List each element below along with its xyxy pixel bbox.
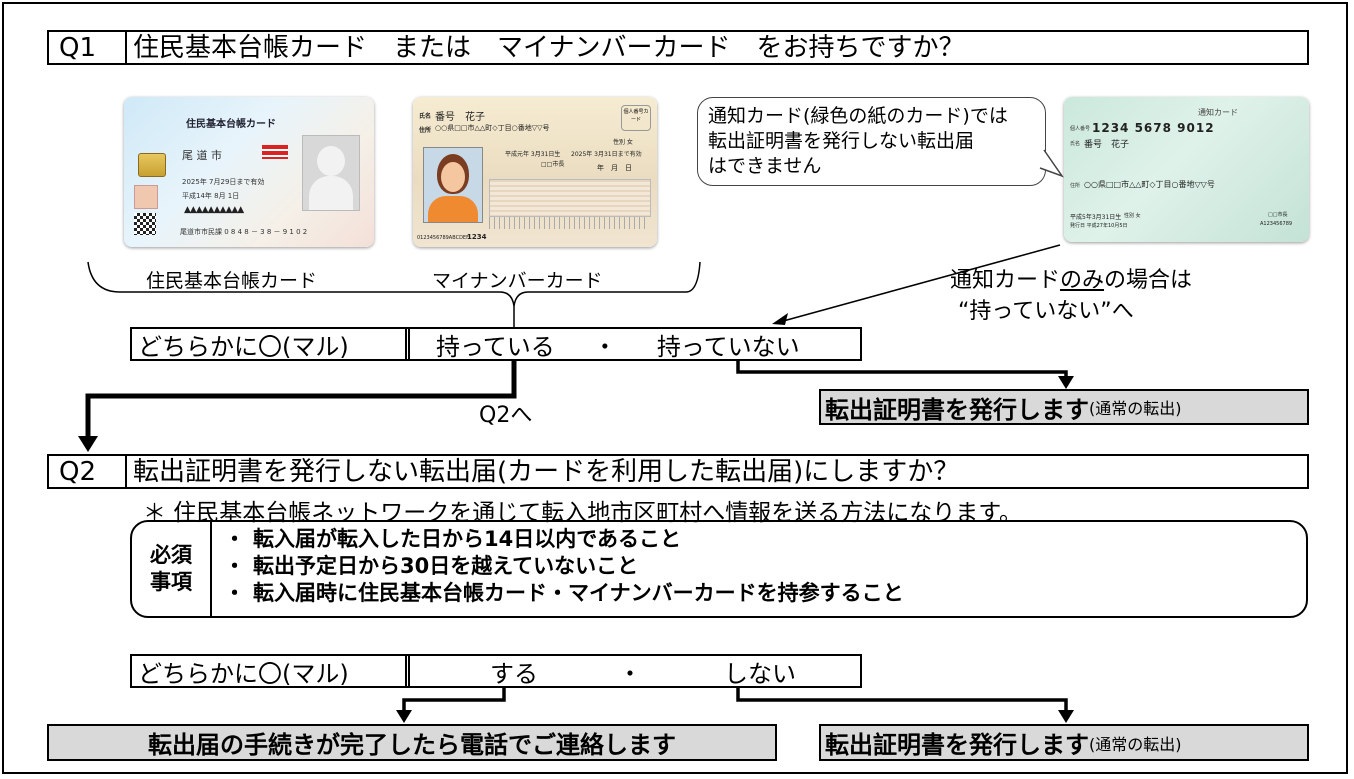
jyuki-card-date: 平成14年 8月 1日 bbox=[182, 192, 240, 200]
notice-warning-bubble: 通知カード(緑色の紙のカード)では 転出証明書を発行しない転出届 はできません bbox=[697, 97, 1046, 186]
q1-choice-row: どちらかに〇(マル) 持っている ・ 持っていない bbox=[130, 327, 862, 361]
jyuki-card-title: 住民基本台帳カード bbox=[186, 119, 276, 130]
q1-no-arrow bbox=[736, 361, 1068, 378]
q2-number: Q2 bbox=[49, 456, 127, 487]
mn-mayor: □□市長 bbox=[541, 161, 565, 168]
jyuki-card-expiry: 2025年 7月29日まで有効 bbox=[182, 178, 265, 186]
notice-sex: 性別 女 bbox=[1124, 213, 1141, 219]
bubble-line-2: 転出証明書を発行しない転出届 bbox=[708, 130, 975, 152]
q1-number: Q1 bbox=[49, 32, 127, 63]
q1-header: Q1 住民基本台帳カード または マイナンバーカード をお持ちですか？ bbox=[47, 30, 1309, 65]
requirements-list: 転入届が転入した日から14日以内であること 転出予定日から30日を越えていないこ… bbox=[212, 522, 904, 616]
notice-issue: 発行日 平成27年10月5日 bbox=[1070, 223, 1128, 229]
q2-yes-arrow bbox=[402, 688, 506, 711]
q1-choice-yes[interactable]: 持っている bbox=[436, 332, 555, 361]
notice-only-line2: “持っていない”へ bbox=[958, 299, 1134, 324]
to-q2-label: Q2へ bbox=[479, 403, 533, 428]
q1-question: 住民基本台帳カード または マイナンバーカード をお持ちですか？ bbox=[133, 32, 965, 63]
q2-header: Q2 転出証明書を発行しない転出届(カードを利用した転出届)にしますか？ bbox=[47, 454, 1309, 489]
bubble-line-1: 通知カード(緑色の紙のカード)では bbox=[708, 105, 1008, 127]
q1-yes-arrow bbox=[85, 361, 517, 438]
mn-remarks-box bbox=[489, 179, 651, 217]
bubble-tail bbox=[1039, 149, 1064, 178]
mn-seal-icon: 個人番号カード bbox=[621, 105, 651, 131]
notice-name: 番号 花子 bbox=[1084, 140, 1130, 150]
notice-address-label: 住所 bbox=[1070, 183, 1081, 189]
triangle-row-icon: ▲▲▲▲▲▲▲▲▲▲ bbox=[184, 205, 244, 215]
q2-yes-arrow-head bbox=[396, 710, 412, 723]
mn-address: ○○県□□市△△町◇丁目○番地▽▽号 bbox=[435, 124, 550, 132]
mn-birth: 平成元年 3月31日生 bbox=[505, 151, 561, 158]
mn-address-label: 住所 bbox=[419, 127, 432, 134]
notice-number: 1234 5678 9012 bbox=[1092, 121, 1215, 135]
notice-code: A123456789 bbox=[1260, 221, 1293, 227]
photo-placeholder bbox=[302, 135, 360, 211]
required-label-1: 必須 bbox=[150, 543, 192, 567]
q2-no-arrow bbox=[736, 688, 1068, 711]
q2-result-left-text: 転出届の手続きが完了したら電話でご連絡します bbox=[148, 731, 676, 759]
hologram-icon bbox=[134, 185, 158, 209]
mn-serial: 0123456789ABCDEF bbox=[417, 235, 469, 241]
mn-sex: 性別 女 bbox=[613, 139, 633, 146]
mn-pin: 1234 bbox=[467, 233, 487, 241]
q2-result-right-big: 転出証明書を発行します bbox=[825, 731, 1089, 759]
requirement-item: 転入届時に住民基本台帳カード・マイナンバーカードを持参すること bbox=[224, 580, 904, 607]
q1-result-small: (通常の転出) bbox=[1089, 399, 1182, 418]
jyuki-card-number: 尾道市市民課 0 8 4 8 － 3 8 － 9 1 0 2 bbox=[180, 228, 308, 236]
ic-chip-icon bbox=[138, 153, 166, 177]
qr-code-icon bbox=[134, 213, 156, 235]
notice-card-title: 通知カード bbox=[1198, 108, 1238, 117]
notice-only-suffix: の場合は bbox=[1104, 268, 1193, 293]
notice-arrow-head bbox=[772, 313, 788, 325]
q2-choice-yes[interactable]: する bbox=[490, 659, 538, 688]
notice-address: ○○県□□市△△町◇丁目○番地▽▽号 bbox=[1084, 180, 1215, 189]
notice-birth: 平成5年3月31日生 bbox=[1070, 214, 1122, 221]
requirements-heading: 必須 事項 bbox=[132, 522, 212, 616]
q2-no-arrow-head bbox=[1058, 710, 1074, 723]
notice-mayor: □□市長 bbox=[1268, 212, 1288, 218]
red-stripe-icon bbox=[262, 145, 288, 159]
q1-choice-label: どちらかに〇(マル) bbox=[132, 329, 410, 361]
notice-only-underline: のみ bbox=[1060, 268, 1105, 293]
mn-photo-avatar bbox=[423, 147, 483, 223]
q2-choice-label: どちらかに〇(マル) bbox=[132, 656, 410, 688]
jyuki-card-image: 住民基本台帳カード 尾 道 市 2025年 7月29日まで有効 平成14年 8月… bbox=[124, 97, 374, 247]
mn-date: 年 月 日 bbox=[597, 164, 632, 172]
mn-name-label: 氏名 bbox=[419, 113, 432, 120]
requirements-box: 必須 事項 転入届が転入した日から14日以内であること 転出予定日から30日を越… bbox=[130, 520, 1308, 618]
q1-choice-no[interactable]: 持っていない bbox=[656, 332, 800, 361]
mn-fine-print bbox=[489, 217, 649, 229]
jyuki-card-city: 尾 道 市 bbox=[182, 149, 222, 162]
notice-arrow bbox=[775, 244, 1061, 324]
notice-name-label: 氏名 bbox=[1070, 141, 1081, 147]
card-bracket bbox=[87, 261, 701, 307]
q2-result-right: 転出証明書を発行します (通常の転出) bbox=[819, 724, 1309, 761]
q1-result-big: 転出証明書を発行します bbox=[825, 395, 1089, 424]
q2-result-right-small: (通常の転出) bbox=[1089, 734, 1182, 754]
notice-only-note: 通知カードのみの場合は bbox=[950, 268, 1192, 294]
q2-choice-no[interactable]: しない bbox=[724, 659, 796, 688]
mynumber-card-label: マイナンバーカード bbox=[432, 270, 603, 292]
q2-question: 転出証明書を発行しない転出届(カードを利用した転出届)にしますか？ bbox=[133, 456, 960, 487]
requirement-item: 転入届が転入した日から14日以内であること bbox=[224, 526, 904, 553]
notice-card-image: 通知カード 個人番号 1234 5678 9012 氏名 番号 花子 住所 ○○… bbox=[1064, 97, 1309, 242]
required-label-2: 事項 bbox=[150, 570, 192, 594]
requirement-item: 転出予定日から30日を越えていないこと bbox=[224, 553, 904, 580]
bubble-line-3: はできません bbox=[708, 155, 822, 177]
q2-choice-dot: ・ bbox=[618, 659, 642, 688]
mn-name: 番号 花子 bbox=[435, 112, 485, 123]
mn-expiry: 2025年 3月31日まで有効 bbox=[571, 151, 642, 158]
mynumber-card-image: 氏名 番号 花子 住所 ○○県□□市△△町◇丁目○番地▽▽号 個人番号カード 性… bbox=[413, 97, 657, 247]
q1-yes-arrow-head bbox=[78, 436, 98, 452]
jyuki-card-label: 住民基本台帳カード bbox=[146, 270, 318, 292]
q1-choice-dot: ・ bbox=[592, 332, 617, 361]
notice-number-label: 個人番号 bbox=[1070, 126, 1091, 132]
q2-choice-row: どちらかに〇(マル) する ・ しない bbox=[130, 654, 862, 688]
notice-only-prefix: 通知カード bbox=[950, 268, 1061, 293]
q1-result-box: 転出証明書を発行します (通常の転出) bbox=[819, 389, 1309, 425]
q2-result-left: 転出届の手続きが完了したら電話でご連絡します bbox=[47, 724, 777, 761]
q1-no-arrow-head bbox=[1058, 376, 1074, 389]
